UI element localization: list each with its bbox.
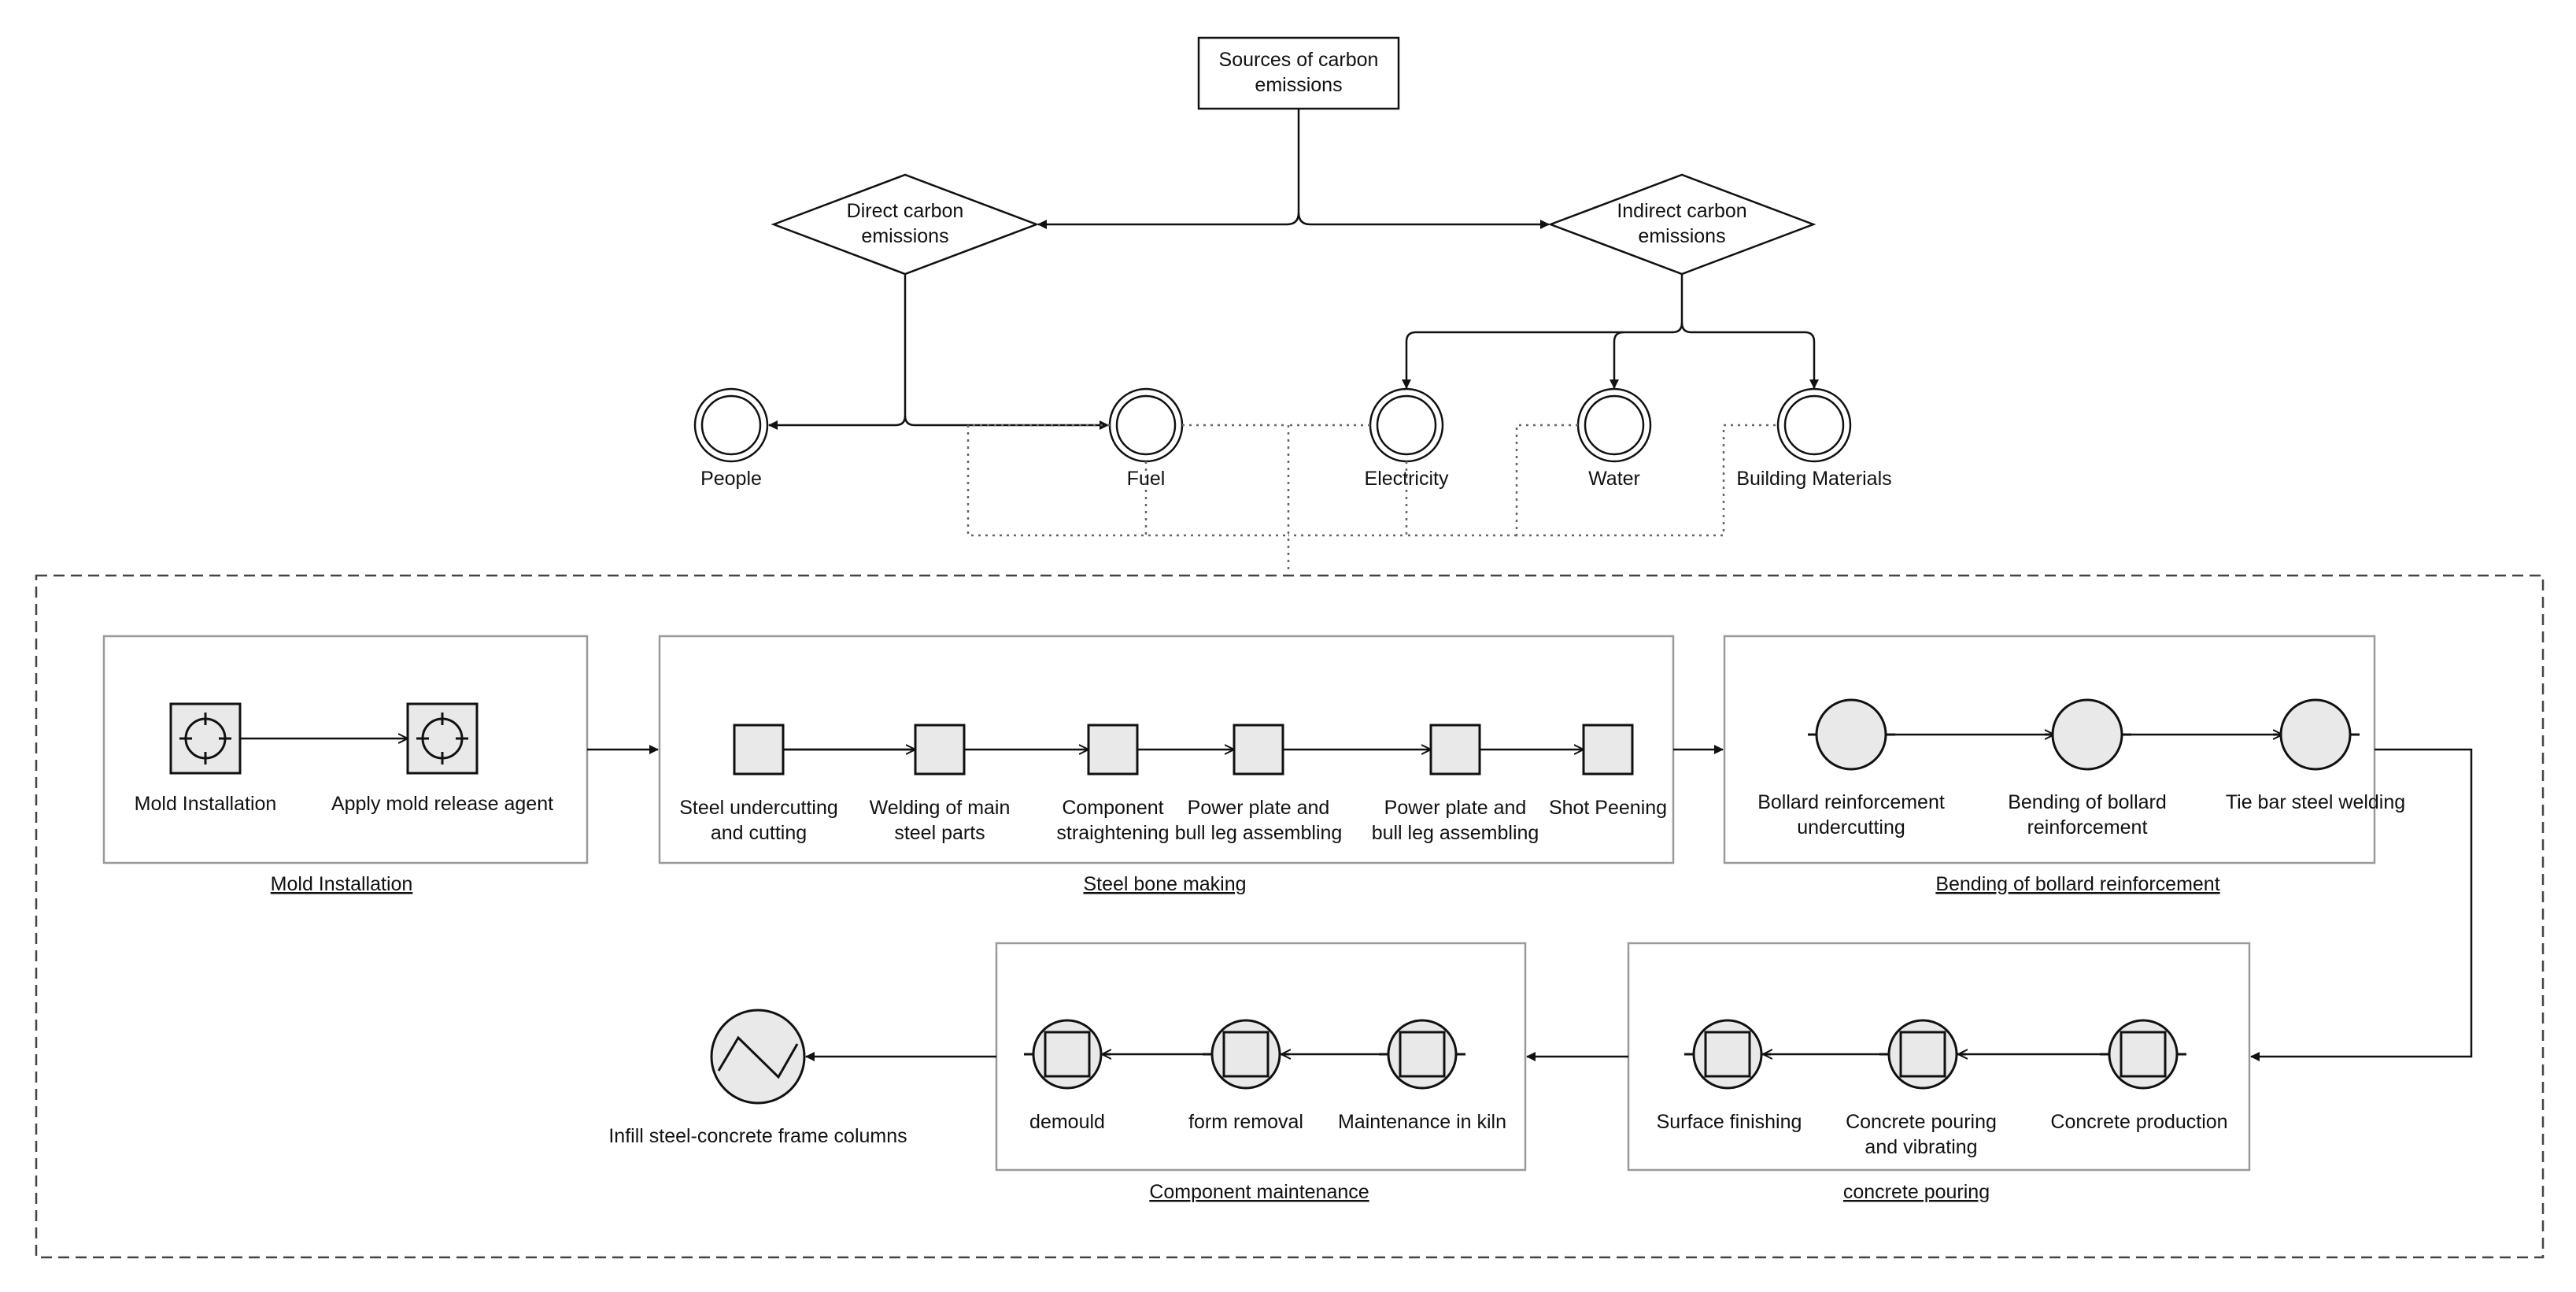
source-fuel: Fuel bbox=[1108, 387, 1184, 490]
mold-step-2-label: Apply mold release agent bbox=[331, 793, 553, 815]
source-people: People bbox=[693, 387, 769, 490]
edge-root-to-direct bbox=[1037, 109, 1300, 229]
root-label-line-2: emissions bbox=[1255, 74, 1342, 96]
step-mold-installation: Mold Installation bbox=[135, 702, 277, 815]
source-water-label: Water bbox=[1588, 468, 1640, 490]
direct-emissions-node: Direct carbon emissions bbox=[771, 173, 1040, 276]
edge-direct-to-people bbox=[768, 274, 907, 430]
edge-indirect-to-materials bbox=[1680, 322, 1819, 389]
bollard-step-2-line-1: Bending of bollard bbox=[2008, 791, 2167, 813]
step-welding-main-steel: Welding of main steel parts bbox=[870, 724, 1011, 844]
stage-title-maintenance: Component maintenance bbox=[1149, 1181, 1369, 1203]
maint-step-2-line-1: form removal bbox=[1188, 1111, 1303, 1133]
indirect-emissions-node: Indirect carbon emissions bbox=[1547, 173, 1817, 276]
direct-label-line-1: Direct carbon bbox=[847, 200, 964, 222]
step-shot-peening: Shot Peening bbox=[1549, 724, 1667, 819]
source-water: Water bbox=[1576, 387, 1652, 490]
heat-exchanger-icon bbox=[717, 1035, 799, 1079]
step-form-removal: form removal bbox=[1188, 1019, 1303, 1133]
steel-step-4-line-1: Power plate and bbox=[1188, 797, 1330, 819]
step-maintenance-kiln: Maintenance in kiln bbox=[1338, 1019, 1506, 1133]
bollard-step-1-line-2: undercutting bbox=[1797, 816, 1905, 839]
source-electricity: Electricity bbox=[1365, 387, 1449, 490]
step-demould: demould bbox=[1024, 1019, 1111, 1133]
direct-label-line-2: emissions bbox=[861, 225, 948, 247]
mold-step-1-label: Mold Installation bbox=[135, 793, 277, 815]
edge-root-to-indirect bbox=[1297, 212, 1550, 229]
maint-step-3-line-1: demould bbox=[1029, 1111, 1105, 1133]
pour-step-3-line-1: Surface finishing bbox=[1657, 1111, 1802, 1133]
pour-step-2-line-2: and vibrating bbox=[1865, 1136, 1977, 1158]
edge-bollard-to-pouring bbox=[2250, 748, 2473, 1061]
step-steel-undercutting: Steel undercutting and cutting bbox=[679, 724, 838, 844]
root-label-line-1: Sources of carbon bbox=[1219, 49, 1379, 71]
process-boundary bbox=[35, 574, 2545, 1259]
maint-step-1-line-1: Maintenance in kiln bbox=[1338, 1111, 1506, 1133]
edge-indirect-to-water bbox=[1610, 331, 1624, 389]
source-electricity-label: Electricity bbox=[1365, 468, 1449, 490]
indirect-label-line-2: emissions bbox=[1638, 225, 1725, 247]
root-node: Sources of carbon emissions bbox=[1197, 36, 1400, 110]
final-product: Infill steel-concrete frame columns bbox=[608, 1009, 907, 1147]
step-tie-bar-welding: Tie bar steel welding bbox=[2226, 698, 2405, 813]
source-materials: Building Materials bbox=[1736, 387, 1892, 490]
step-power-plate-assembling-2: Power plate and bull leg assembling bbox=[1372, 724, 1539, 844]
final-product-label: Infill steel-concrete frame columns bbox=[608, 1125, 907, 1147]
step-bending-bollard: Bending of bollard reinforcement bbox=[2008, 698, 2167, 839]
pour-step-2-line-1: Concrete pouring bbox=[1846, 1111, 1997, 1133]
bollard-step-1-line-1: Bollard reinforcement bbox=[1757, 791, 1945, 813]
bollard-step-2-line-2: reinforcement bbox=[2027, 816, 2148, 839]
step-power-plate-assembling-1: Power plate and bull leg assembling bbox=[1175, 724, 1343, 844]
step-apply-release-agent: Apply mold release agent bbox=[331, 702, 553, 815]
edge-direct-to-fuel bbox=[904, 415, 1109, 430]
source-fuel-label: Fuel bbox=[1127, 468, 1166, 490]
source-materials-label: Building Materials bbox=[1736, 468, 1891, 490]
steel-step-4-line-2: bull leg assembling bbox=[1175, 822, 1343, 844]
steel-step-3-line-2: straightening bbox=[1056, 822, 1169, 844]
dotted-source-links bbox=[966, 424, 1778, 571]
steel-step-2-line-1: Welding of main bbox=[870, 797, 1011, 819]
step-concrete-production: Concrete production bbox=[2050, 1019, 2228, 1133]
edge-indirect-branch bbox=[1402, 274, 1683, 389]
steel-step-1-line-1: Steel undercutting bbox=[679, 797, 838, 819]
step-surface-finishing: Surface finishing bbox=[1657, 1019, 1802, 1133]
stage-title-mold: Mold Installation bbox=[271, 873, 413, 895]
steel-step-5-line-2: bull leg assembling bbox=[1372, 822, 1539, 844]
steel-step-2-line-2: steel parts bbox=[894, 822, 985, 844]
step-bollard-undercutting: Bollard reinforcement undercutting bbox=[1757, 698, 1945, 839]
stage-title-steel: Steel bone making bbox=[1083, 873, 1246, 895]
step-concrete-pouring-vibrating: Concrete pouring and vibrating bbox=[1846, 1019, 1997, 1158]
steel-step-6-line-1: Shot Peening bbox=[1549, 797, 1667, 819]
source-people-label: People bbox=[700, 468, 762, 490]
steel-step-3-line-1: Component bbox=[1062, 797, 1163, 819]
stage-title-pouring: concrete pouring bbox=[1843, 1181, 1990, 1203]
steel-step-1-line-2: and cutting bbox=[711, 822, 807, 844]
stage-title-bollard: Bending of bollard reinforcement bbox=[1935, 873, 2219, 895]
bollard-step-3-line-1: Tie bar steel welding bbox=[2226, 791, 2405, 813]
step-component-straightening: Component straightening bbox=[1056, 724, 1170, 844]
steel-step-5-line-1: Power plate and bbox=[1384, 797, 1527, 819]
indirect-label-line-1: Indirect carbon bbox=[1617, 200, 1746, 222]
pour-step-1-line-1: Concrete production bbox=[2050, 1111, 2227, 1133]
